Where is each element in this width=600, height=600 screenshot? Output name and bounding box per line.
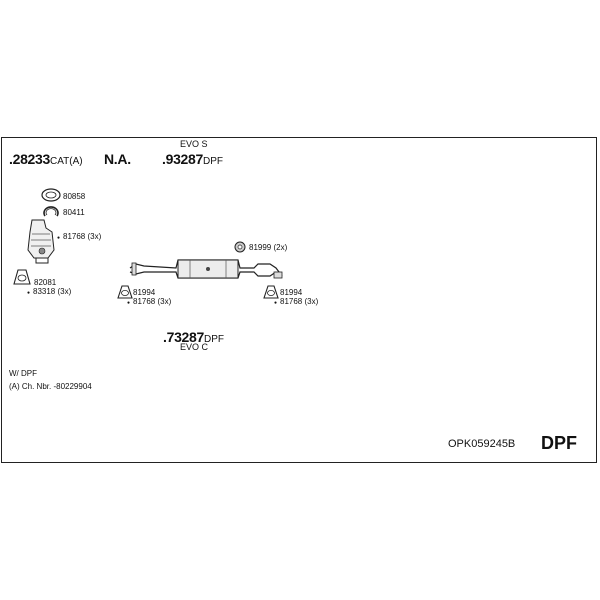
- dpf-bottom-assembly-label: .73287DPF: [163, 330, 224, 346]
- catalyst-assembly-label: .28233CAT(A): [9, 152, 83, 168]
- part-83318: 83318 (3x): [33, 287, 72, 296]
- dpf-top-assembly-label: .93287DPF: [162, 152, 223, 168]
- part-81768-catalyst: 81768 (3x): [63, 232, 102, 241]
- footer-type: DPF: [541, 433, 577, 453]
- part-81768-right: 81768 (3x): [280, 297, 319, 306]
- dpf-top-number: .93287: [162, 151, 204, 167]
- dpf-top-suffix: DPF: [203, 156, 224, 167]
- variant-top-label: EVO S: [180, 139, 208, 149]
- gasket-left-icon: [117, 285, 133, 299]
- variant-bottom-label: EVO C: [180, 342, 209, 352]
- bullet-dot: ●: [57, 235, 61, 241]
- bullet-dot: ●: [274, 300, 278, 306]
- clamp-ring-icon: [43, 206, 59, 217]
- dpf-bottom-suffix: DPF: [204, 334, 225, 345]
- part-81994-right: 81994: [280, 288, 303, 297]
- note-line-2: (A) Ch. Nbr. -80229904: [9, 382, 92, 391]
- part-82081: 82081: [34, 278, 57, 287]
- part-81994-left: 81994: [133, 288, 156, 297]
- bullet-dot: ●: [127, 300, 131, 306]
- dpf-pipe-assembly-icon: [129, 259, 283, 279]
- note-line-1: W/ DPF: [9, 369, 37, 378]
- catalyst-number: .28233: [9, 151, 51, 167]
- gasket-right-icon: [263, 285, 279, 299]
- part-81768-left: 81768 (3x): [133, 297, 172, 306]
- gasket-ring-icon: [41, 188, 61, 202]
- hanger-rubber-icon: [234, 241, 246, 253]
- part-80411: 80411: [63, 208, 85, 217]
- part-80858: 80858: [63, 192, 86, 201]
- dpf-bottom-number: .73287: [163, 329, 205, 345]
- part-81999: 81999 (2x): [249, 243, 288, 252]
- flange-gasket-icon: [13, 269, 31, 285]
- bullet-dot: ●: [27, 290, 31, 296]
- catalyst-suffix: CAT(A): [50, 156, 83, 167]
- na-label: N.A.: [104, 151, 131, 167]
- catalytic-converter-icon: [27, 219, 55, 264]
- footer-code: OPK059245B: [448, 438, 516, 450]
- diagram-frame: [1, 137, 597, 463]
